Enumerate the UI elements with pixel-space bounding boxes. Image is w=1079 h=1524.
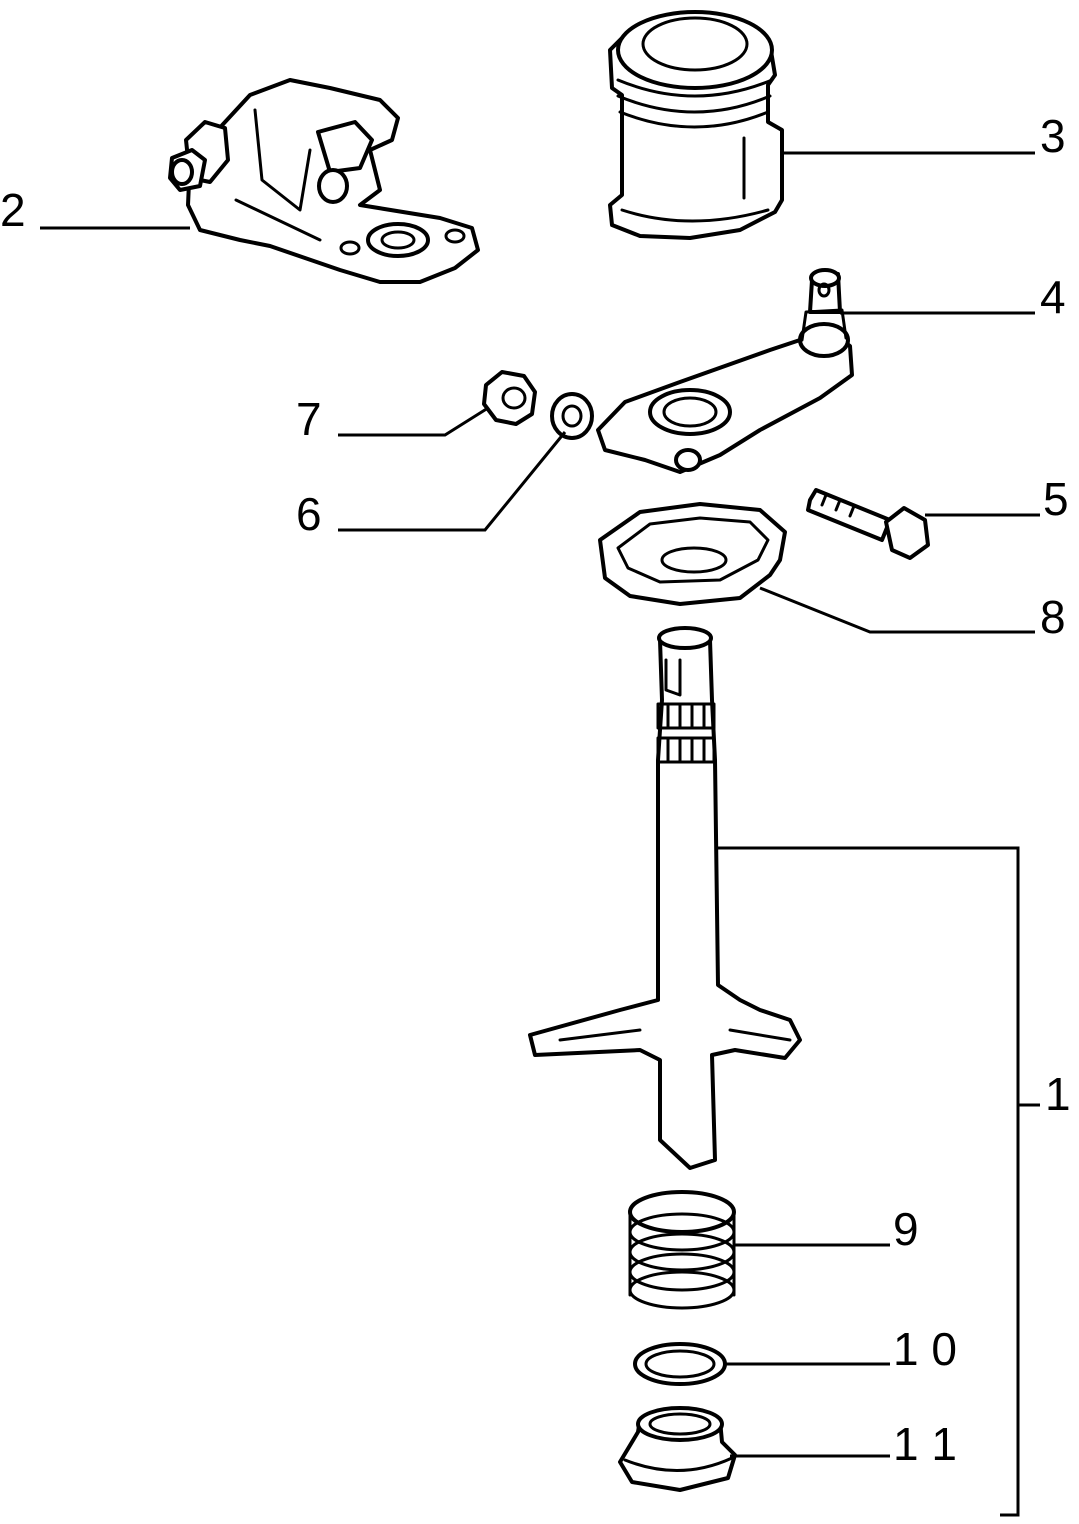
part-3-cover-cap	[608, 10, 784, 240]
part-9-coil-spring	[628, 1190, 736, 1310]
part-8-rubber-boot	[598, 502, 787, 606]
callout-1: 1	[1045, 1068, 1071, 1120]
leader-line-6	[338, 431, 567, 532]
callout-3: 3	[1040, 110, 1066, 162]
leader-line-7	[338, 406, 489, 437]
callout-11: 1 1	[893, 1418, 957, 1470]
callout-9: 9	[893, 1203, 919, 1255]
leader-lines	[40, 151, 1040, 1517]
leader-line-1	[718, 846, 1020, 1517]
callout-4: 4	[1040, 271, 1066, 323]
part-4-selector-lever	[596, 268, 854, 474]
part-1-selector-shaft	[528, 626, 802, 1170]
callout-5: 5	[1043, 473, 1069, 525]
callout-8: 8	[1040, 591, 1066, 643]
callout-labels: 2 3 4 5 6 7 8 1 9 1 0 1 1	[0, 110, 1071, 1470]
part-7-hex-nut	[482, 370, 537, 426]
part-10-o-ring	[633, 1342, 727, 1386]
callout-7: 7	[296, 393, 322, 445]
part-2-bracket-housing	[168, 78, 480, 284]
part-5-hex-bolt	[806, 488, 930, 560]
callout-10: 1 0	[893, 1323, 957, 1375]
callout-6: 6	[296, 488, 322, 540]
part-6-washer	[550, 392, 594, 440]
leader-line-8	[759, 586, 1035, 634]
part-11-bushing	[618, 1406, 737, 1492]
callout-2: 2	[0, 184, 26, 236]
